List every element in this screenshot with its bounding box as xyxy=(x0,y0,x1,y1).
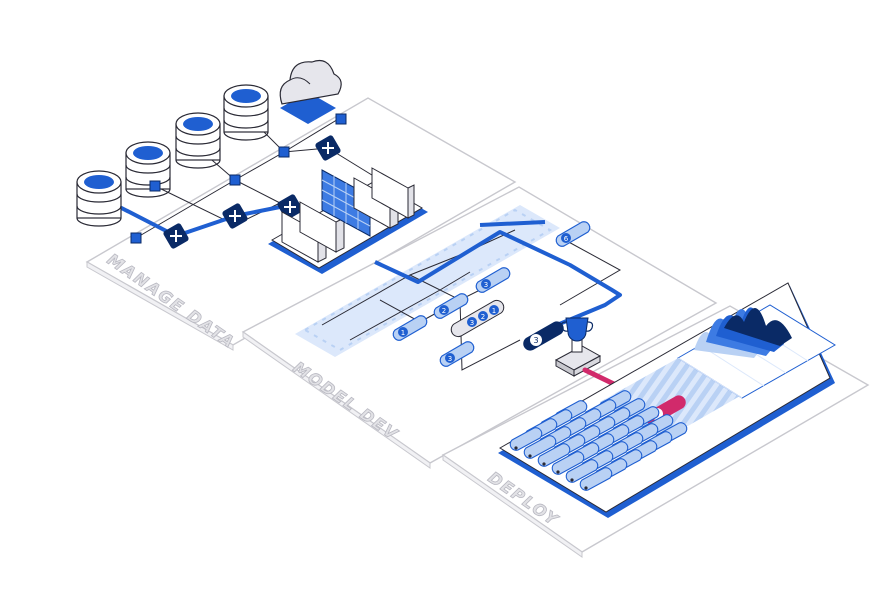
model-grid-area xyxy=(295,205,560,357)
model-node-badge: 3 xyxy=(484,281,488,289)
trophy-icon xyxy=(554,317,602,377)
model-node: 2 xyxy=(433,293,469,319)
service-port xyxy=(528,454,532,458)
data-tables-panel xyxy=(268,167,428,274)
service-capsule xyxy=(509,427,543,451)
model-node: 3 xyxy=(475,267,511,293)
service-capsule xyxy=(565,459,599,483)
deployed-services xyxy=(509,390,688,491)
service-port xyxy=(570,478,574,482)
service-capsule xyxy=(551,451,585,475)
service-port xyxy=(514,446,518,450)
model-node: 1 xyxy=(392,315,428,341)
database-1 xyxy=(76,170,122,227)
model-node: 6 xyxy=(555,221,591,247)
junction-icons xyxy=(163,135,341,249)
model-node-badge: 3 xyxy=(448,355,452,363)
ensemble-badge: 2 xyxy=(481,313,485,321)
monitoring-chart xyxy=(677,304,836,399)
model-nodes: 6 3 2 1 3 xyxy=(392,221,591,367)
ensemble-badge: 1 xyxy=(492,307,496,315)
connector-nodes xyxy=(130,113,347,244)
service-capsule xyxy=(537,443,571,467)
model-node-badge: 6 xyxy=(564,235,569,243)
service-capsule xyxy=(523,435,557,459)
ensemble-badge: 3 xyxy=(470,319,474,327)
database-3 xyxy=(175,112,221,169)
data-sheet-4 xyxy=(371,167,415,219)
cloud-icon xyxy=(279,59,342,124)
selected-model-node: 3 xyxy=(523,321,564,351)
database-4 xyxy=(223,84,269,141)
data-sheet-2 xyxy=(299,201,345,253)
service-port xyxy=(556,470,560,474)
model-node: 3 xyxy=(439,341,475,367)
model-node-badge: 2 xyxy=(442,307,446,315)
selected-model-badge: 3 xyxy=(533,336,538,345)
model-node-badge: 1 xyxy=(401,329,405,337)
database-2 xyxy=(125,141,171,198)
service-port xyxy=(542,462,546,466)
model-ensemble: 3 2 1 xyxy=(450,299,505,338)
service-port xyxy=(584,486,588,490)
service-capsule xyxy=(579,467,613,491)
